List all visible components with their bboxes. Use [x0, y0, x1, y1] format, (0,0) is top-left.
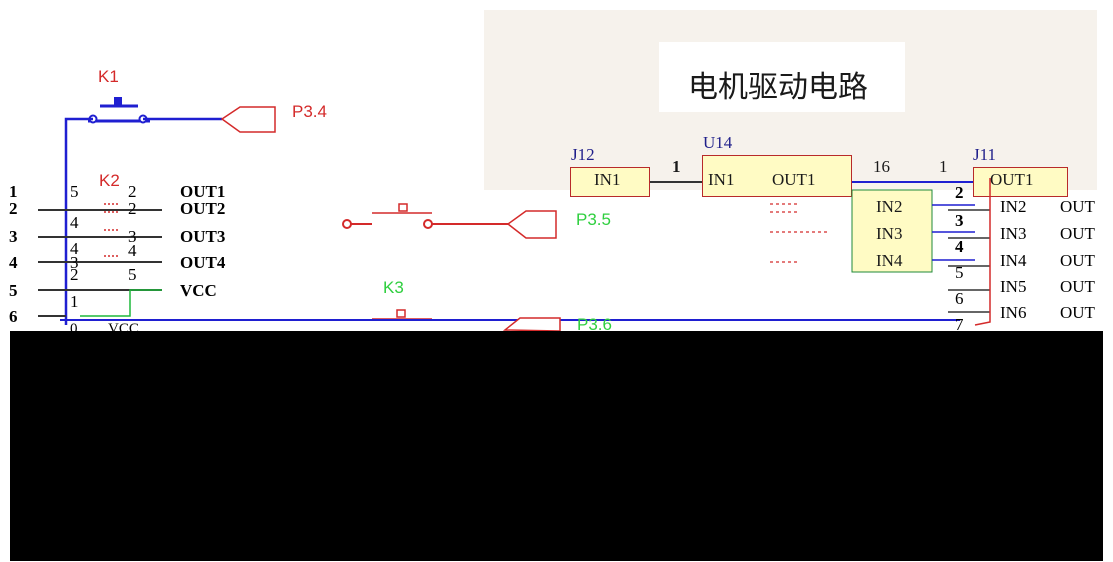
- j12-pin-label: IN1: [594, 170, 621, 189]
- lc-outer: 4: [9, 253, 18, 272]
- k2-pin-right: [423, 219, 433, 229]
- net-pin1-left: 1: [672, 157, 681, 176]
- rc-out: OUT: [1060, 197, 1095, 216]
- rc-in: IN5: [1000, 277, 1027, 296]
- left-connector-pins: [38, 209, 162, 317]
- u14-input-in3: IN3: [876, 224, 903, 243]
- left-green-trace: [80, 289, 162, 317]
- lc-pin: 5: [128, 265, 137, 284]
- section-title: 电机驱动电路: [688, 70, 868, 105]
- k2-label: K2: [99, 171, 120, 190]
- switch-k2: [342, 203, 433, 229]
- lc-pin: 2: [128, 199, 137, 218]
- k1-label: K1: [98, 67, 119, 86]
- lc-outer: 6: [9, 307, 18, 326]
- k1-ground-wire: [64, 117, 93, 325]
- rc-in: IN6: [1000, 303, 1027, 322]
- lc-inner: 4: [70, 213, 79, 232]
- port-p36-label: P3.6: [577, 315, 612, 334]
- u14-dashed-traces: [770, 203, 830, 263]
- rc-out: OUT: [1060, 224, 1095, 243]
- rc-pin: 3: [955, 211, 964, 230]
- redaction-block: [10, 331, 1103, 561]
- u14-input-in2: IN2: [876, 197, 903, 216]
- u14-in1-label: IN1: [708, 170, 735, 189]
- switch-k3: [372, 309, 432, 320]
- right-connector-pins: [948, 209, 990, 313]
- right-connector-bracket: [974, 178, 991, 326]
- switch-k1: [88, 97, 150, 124]
- u14-chip: [702, 155, 852, 197]
- j11-designator: J11: [973, 145, 996, 164]
- lc-outer: 1: [9, 182, 18, 201]
- u14-designator: U14: [703, 133, 733, 152]
- section-title-box: [659, 42, 905, 112]
- u14-input-block: [851, 189, 933, 273]
- rc-in: IN4: [1000, 251, 1027, 270]
- rc-out: OUT: [1060, 277, 1095, 296]
- rc-pin: 4: [955, 237, 964, 256]
- net-pin16: 16: [873, 157, 890, 176]
- rc-in: IN3: [1000, 224, 1027, 243]
- lc-outer: 2: [9, 199, 18, 218]
- lc-inner: 4: [70, 239, 79, 258]
- port-p34-flag: [220, 106, 276, 133]
- j11-chip: [973, 167, 1068, 197]
- port-p35-label: P3.5: [576, 210, 611, 229]
- rc-pin: 5: [955, 263, 964, 282]
- port-p36-flag: [502, 317, 561, 332]
- lc-bottom-inner: 0: [70, 321, 78, 337]
- rc-pin: 7: [955, 315, 964, 334]
- lc-outer: 3: [9, 227, 18, 246]
- j11-pin-label: OUT1: [990, 170, 1034, 189]
- port-p35-flag: [506, 210, 557, 239]
- j12-chip: [570, 167, 650, 197]
- lc-name: OUT4: [180, 253, 226, 272]
- lc-pin: 4: [128, 241, 137, 260]
- k1-actuator: [114, 97, 122, 105]
- left-dashed-marks: [104, 203, 120, 257]
- lc-inner: 1: [70, 292, 79, 311]
- rc-pin: 2: [955, 183, 964, 202]
- k3-label: K3: [383, 278, 404, 297]
- rc-out: OUT: [1060, 251, 1095, 270]
- lc-name: OUT3: [180, 227, 226, 246]
- lc-inner: 3: [70, 253, 79, 272]
- k2-actuator: [398, 203, 408, 212]
- lc-inner: 5: [70, 182, 79, 201]
- rc-pin: 6: [955, 289, 964, 308]
- lc-outer: 5: [9, 281, 18, 300]
- lc-inner: 2: [70, 265, 79, 284]
- lc-name: VCC: [180, 281, 217, 300]
- j12-designator: J12: [571, 145, 595, 164]
- net-pin1-right: 1: [939, 157, 948, 176]
- u14-input-in4: IN4: [876, 251, 903, 270]
- lc-name: OUT1: [180, 182, 226, 201]
- port-p34-label: P3.4: [292, 102, 327, 121]
- rc-out: OUT: [1060, 303, 1095, 322]
- u14-out1-label: OUT1: [772, 170, 816, 189]
- rc-in: IN2: [1000, 197, 1027, 216]
- lc-pin: 2: [128, 182, 137, 201]
- lc-pin: 3: [128, 227, 137, 246]
- lc-name: OUT2: [180, 199, 226, 218]
- k3-actuator: [396, 309, 406, 318]
- k2-pin-left: [342, 219, 352, 229]
